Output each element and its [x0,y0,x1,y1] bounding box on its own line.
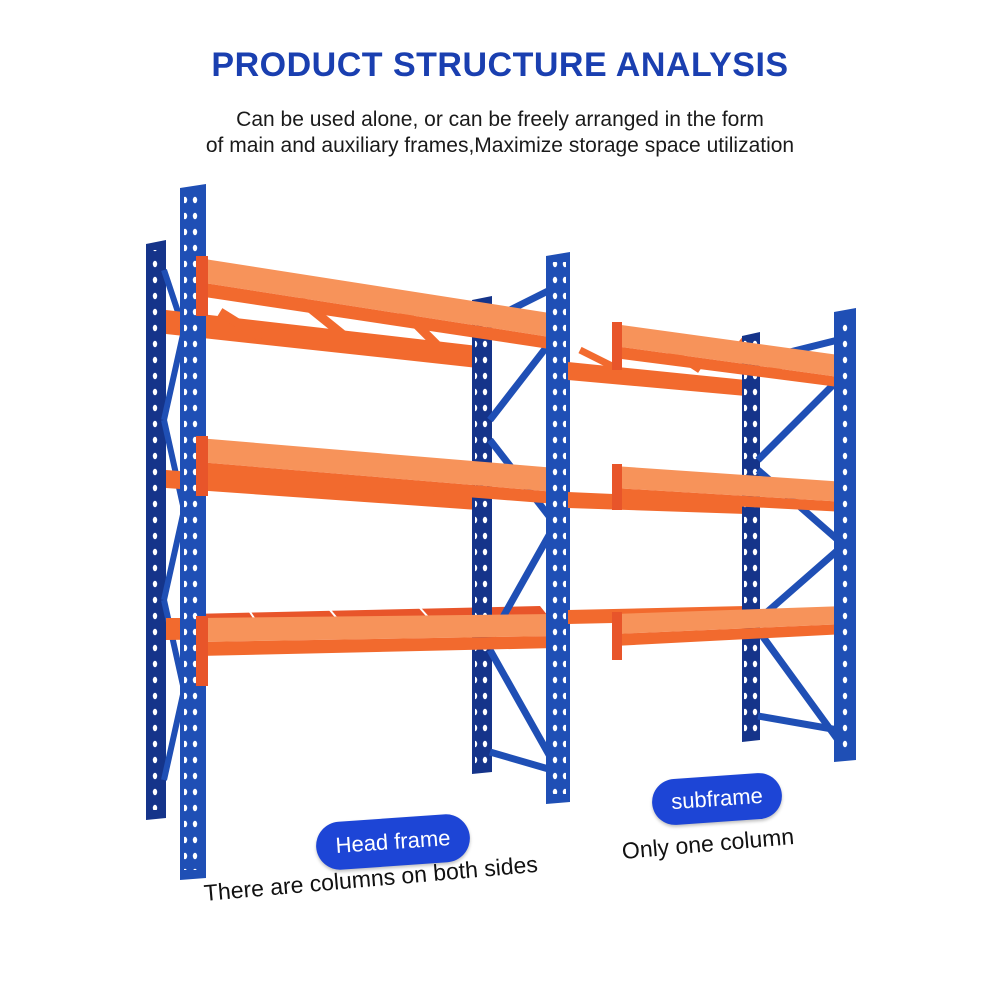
subframe-badge: subframe [650,771,784,827]
subframe-front-right-upright [834,308,856,762]
subframe-front-beams [612,322,848,660]
subtitle-line-2: of main and auxiliary frames,Maximize st… [205,134,795,157]
head-frame-front-beams [196,256,560,686]
head-frame-rear-left-upright [146,240,166,820]
subframe-rear-right-upright [742,332,760,742]
shared-front-middle-upright [546,252,570,804]
head-frame-rear-right-upright [472,296,492,774]
subtitle-line-1: Can be used alone, or can be freely arra… [236,108,764,131]
head-frame-front-left-upright [180,184,206,880]
page-title: PRODUCT STRUCTURE ANALYSIS [211,46,789,84]
subframe-bracing [755,336,841,743]
head-frame-right-bracing [486,286,556,774]
